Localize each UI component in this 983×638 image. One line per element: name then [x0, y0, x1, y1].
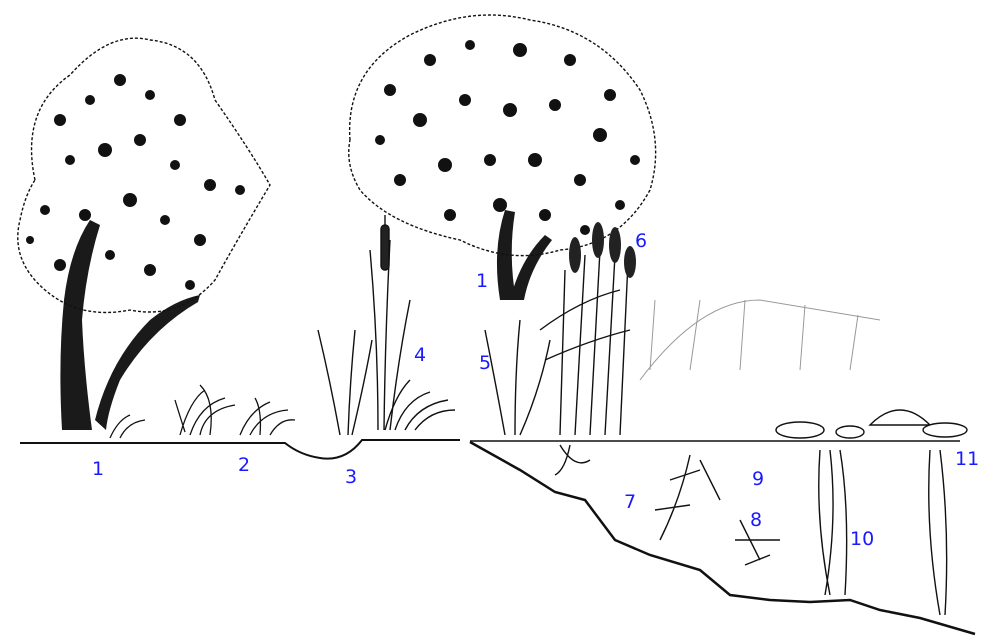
- zone-label-11: 11: [955, 450, 979, 469]
- floating-leaf-plants: [776, 410, 967, 438]
- zone-label-8: 8: [750, 511, 762, 530]
- zone-label-1-right: 1: [476, 272, 488, 291]
- grass-tussocks: [110, 385, 295, 438]
- zone-label-6: 6: [635, 232, 647, 251]
- zone-label-9: 9: [752, 470, 764, 489]
- tree-left: [18, 38, 270, 430]
- marginal-plants: [318, 215, 455, 435]
- pond-bed-slope: [470, 442, 975, 634]
- tree-right: [349, 15, 656, 300]
- zone-label-5: 5: [479, 354, 491, 373]
- reed-plumes: [569, 222, 636, 278]
- zone-label-3: 3: [345, 468, 357, 487]
- zone-label-10: 10: [850, 530, 874, 549]
- zone-label-7: 7: [624, 493, 636, 512]
- zone-label-2: 2: [238, 456, 250, 475]
- zone-label-1-left: 1: [92, 460, 104, 479]
- background-marsh: [640, 300, 880, 380]
- zone-label-4: 4: [414, 346, 426, 365]
